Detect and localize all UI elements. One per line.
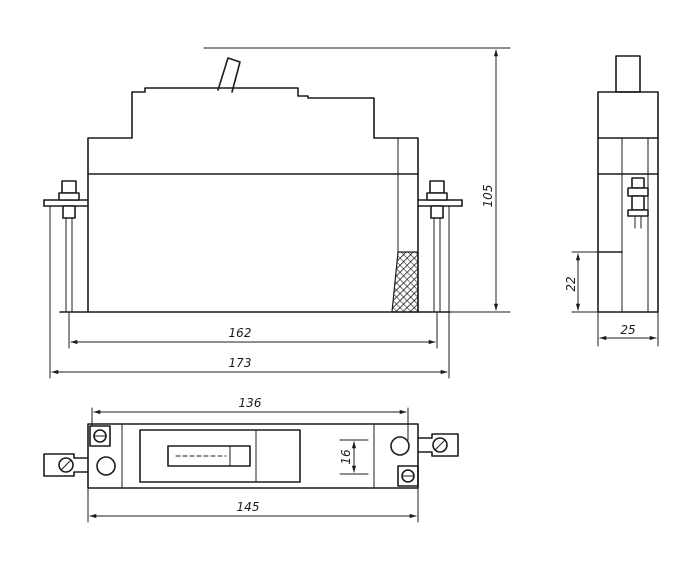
dimension-depth-label: 25 — [620, 323, 635, 337]
front-view: 105 162 173 — [43, 47, 511, 379]
bottom-slot — [167, 445, 251, 467]
toggle-handle — [217, 57, 241, 93]
dimension-depth: 25 — [597, 311, 659, 347]
bottom-view: 136 145 16 — [43, 396, 459, 523]
hatched-section — [391, 251, 419, 313]
left-terminal — [43, 180, 89, 313]
bottom-window — [139, 429, 301, 483]
dimension-overall-width-label: 173 — [229, 356, 252, 370]
dimension-overall-width: 173 — [49, 205, 450, 379]
right-terminal — [417, 180, 463, 313]
dimension-window-height: 16 — [339, 439, 369, 475]
mounting-hole-left — [96, 456, 116, 476]
dimension-hole-spacing-label: 136 — [239, 396, 262, 410]
side-toggle — [615, 55, 641, 93]
dimension-hole-spacing: 136 — [91, 396, 409, 441]
housing-body — [59, 87, 451, 313]
side-terminal — [627, 177, 649, 229]
mounting-hole-right — [390, 436, 410, 456]
dimension-mount-height: 22 — [564, 251, 599, 313]
dimension-overall-length-label: 145 — [237, 500, 260, 514]
dimension-overall-length: 145 — [87, 487, 419, 523]
dimension-height: 105 — [203, 47, 511, 313]
side-body — [597, 91, 659, 313]
side-view: 22 25 — [564, 55, 659, 347]
dimension-height-label: 105 — [481, 185, 495, 208]
mounting-hole-bottom-right — [397, 465, 419, 487]
bottom-right-terminal — [417, 433, 459, 457]
dimension-inner-width-label: 162 — [229, 326, 252, 340]
bottom-left-terminal — [43, 453, 89, 477]
bottom-body — [87, 423, 419, 489]
mounting-hole-top-left — [89, 425, 111, 447]
dimension-inner-width: 162 — [68, 311, 438, 349]
dimension-mount-height-label: 22 — [564, 276, 578, 291]
dimension-window-height-label: 16 — [339, 449, 353, 465]
